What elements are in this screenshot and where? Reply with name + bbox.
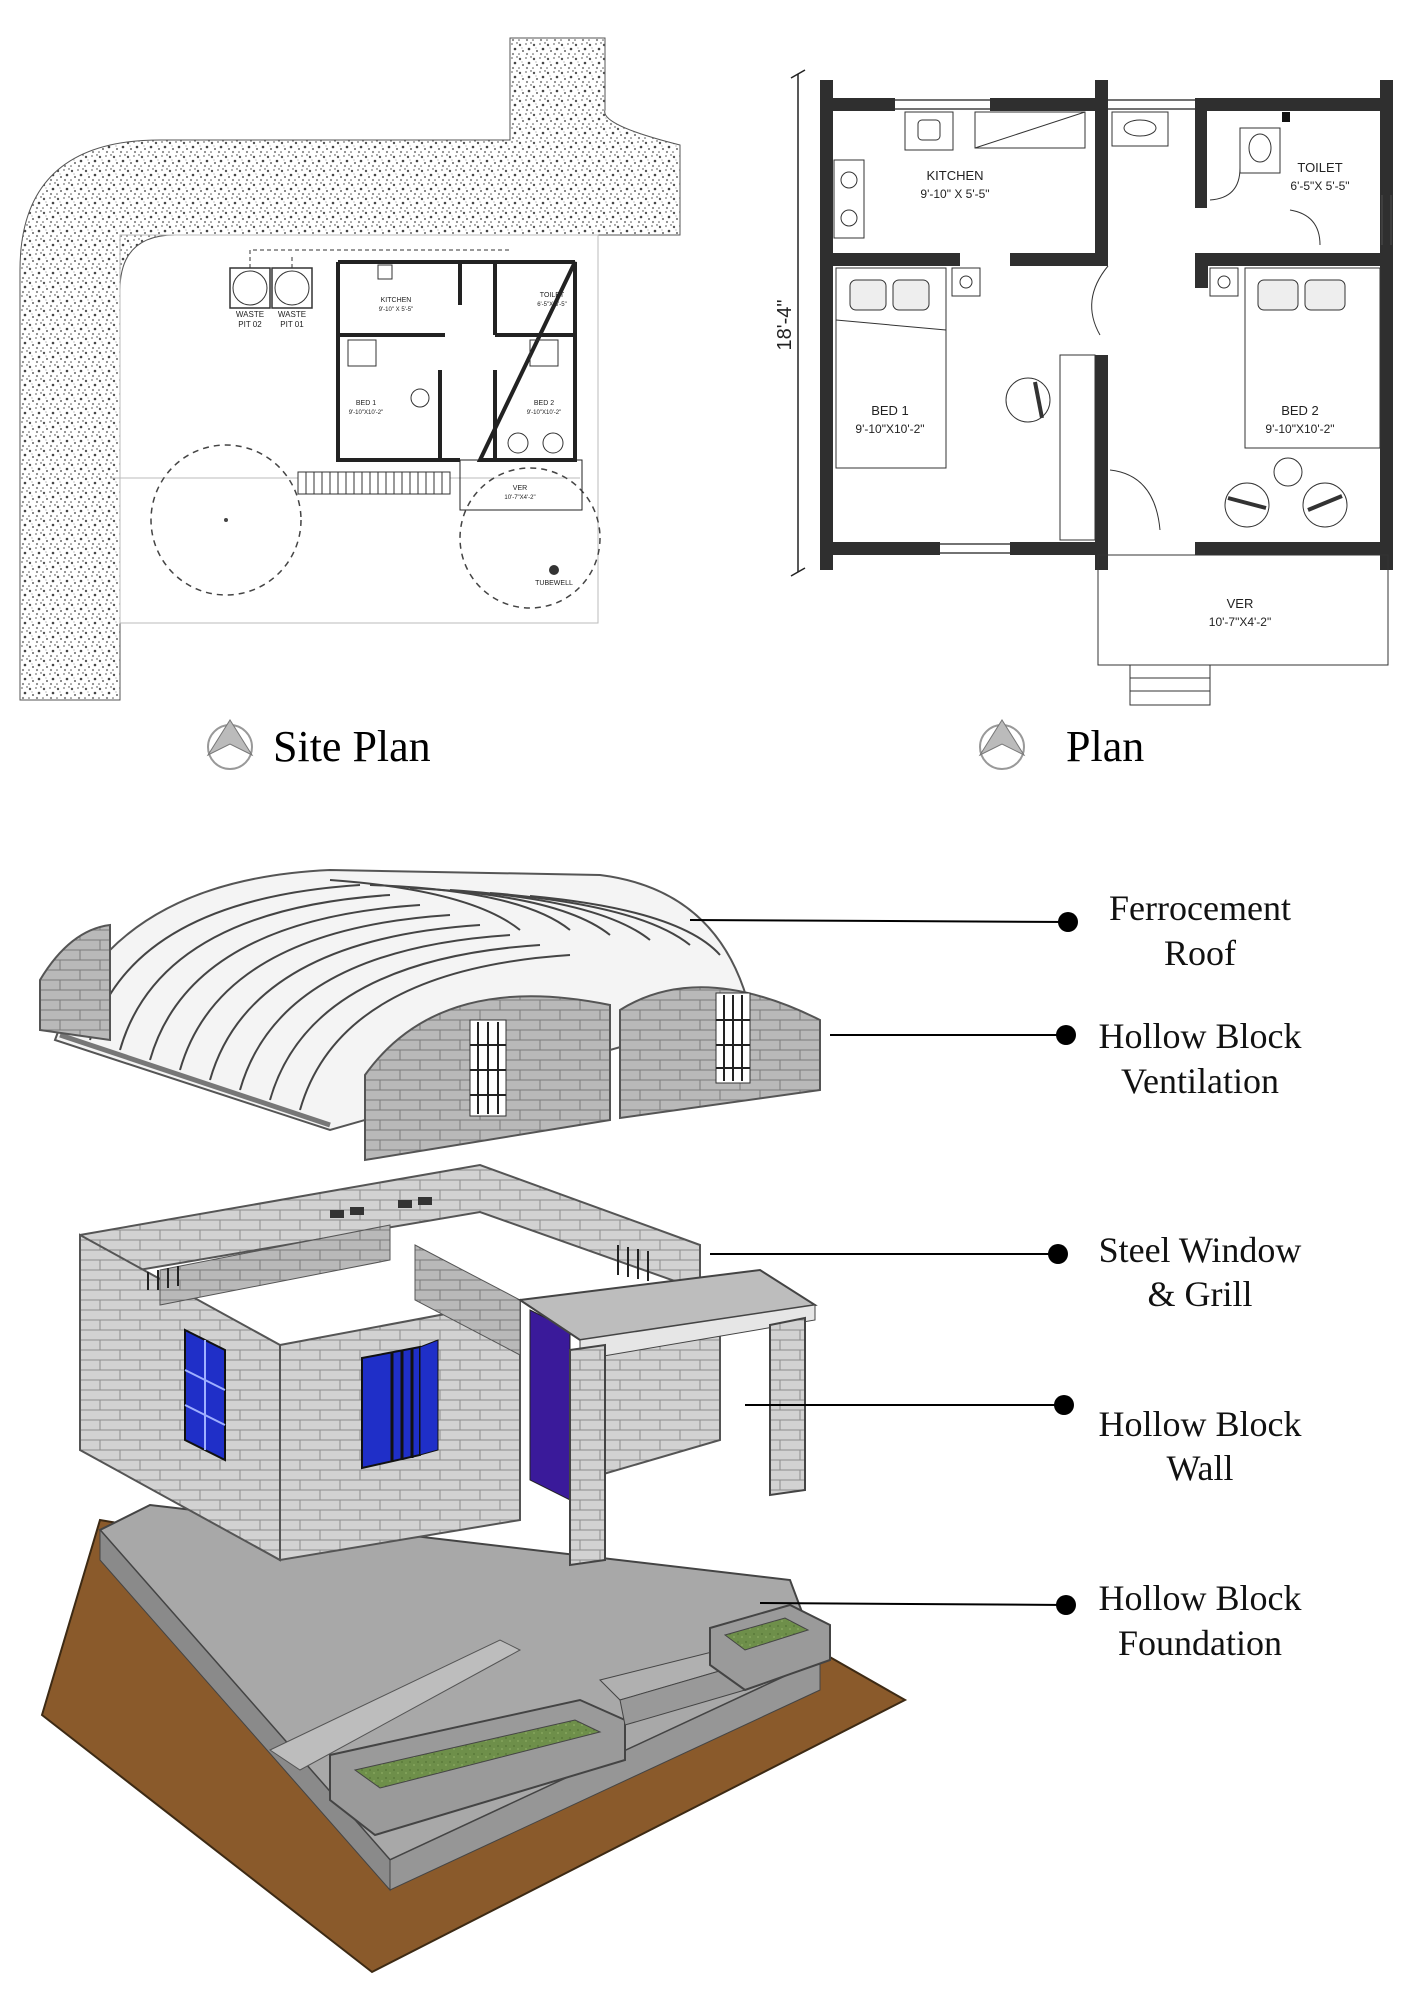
ferrocement-roof [39,868,821,1162]
plan-heading: Plan [1066,722,1144,771]
side-table-2 [1209,267,1239,297]
waste-pit-01-label-2: PIT 01 [280,320,304,329]
overall-dimension: 18'-4" [774,300,796,351]
waste-pit-02-label-1: WASTE [236,310,264,319]
site-plan: WASTE PIT 02 WASTE PIT 01 KITCHEN 9'-10"… [19,37,681,701]
callout-wall-line2: Wall [1166,1448,1233,1488]
callout-wall-line1: Hollow Block [1099,1404,1302,1444]
site-bed1-dim: 9'-10"X10'-2" [349,410,384,416]
entry-door [529,1309,571,1501]
site-plan-heading: Site Plan [273,722,431,771]
verandah [1097,554,1389,666]
callout-window: Steel Window & Grill [710,1230,1301,1314]
tree-canopy [150,444,302,596]
site-toilet-dim: 6'-5"X 5'-5" [537,302,567,308]
tubewell-label: TUBEWELL [535,580,573,587]
waste-pit-02 [229,267,271,309]
callout-foundation-line2: Foundation [1118,1623,1282,1663]
tree-canopy [459,467,601,609]
plan-north-arrow [978,719,1026,770]
callout-window-line2: & Grill [1148,1274,1253,1314]
site-house-footprint [336,260,577,462]
site-plan-north-arrow [206,719,254,770]
waste-pit-01 [271,267,313,309]
tubewell-symbol [549,565,559,575]
hollow-block-foundation [40,1503,908,1974]
toilet-dim: 6'-5"X 5'-5" [1290,179,1349,193]
site-bed2-label: BED 2 [534,400,554,407]
site-toilet-label: TOILET [540,292,565,299]
toilet-label: TOILET [1297,160,1342,175]
ver-dim: 10'-7"X4'-2" [1209,615,1271,629]
entry-steps [1129,664,1211,706]
kitchen-label: KITCHEN [926,168,983,183]
wc [1239,127,1281,174]
floor-plan: 18'-4" [774,69,1393,706]
site-ver-dim: 10'-7"X4'-2" [504,495,535,501]
callout-roof-line2: Roof [1164,933,1236,973]
site-ver-label: VER [513,485,527,492]
ver-label: VER [1227,596,1254,611]
callout-foundation-line1: Hollow Block [1099,1578,1302,1618]
callout-foundation: Hollow Block Foundation [759,1578,1302,1663]
plan-walls [820,80,1393,570]
bed2-label: BED 2 [1281,403,1319,418]
callout-roof: Ferrocement Roof [689,888,1291,973]
callout-roof-line1: Ferrocement [1109,888,1291,928]
bed1-label: BED 1 [871,403,909,418]
callout-window-line1: Steel Window [1099,1230,1302,1270]
callout-vent-line1: Hollow Block [1099,1016,1302,1056]
callout-wall: Hollow Block Wall [745,1395,1302,1488]
site-boundary [119,234,599,624]
kitchen-dim: 9'-10" X 5'-5" [920,187,989,201]
kitchen-sink [904,111,954,151]
bed2-dim: 9'-10"X10'-2" [1265,422,1334,436]
site-kitchen-dim: 9'-10" X 5'-5" [379,307,414,313]
callout-vent-line2: Ventilation [1121,1061,1279,1101]
hollow-block-ventilation [39,923,821,1162]
entry-path [297,471,451,495]
callout-ventilation: Hollow Block Ventilation [830,1016,1302,1101]
wash-basin [1111,111,1169,147]
kitchen-stove [833,159,865,239]
waste-pit-02-label-2: PIT 02 [238,320,262,329]
study-table [1059,354,1096,541]
side-table-1 [951,267,981,297]
hollow-block-wall [79,1163,818,1567]
round-table [1273,457,1303,487]
waste-pit-01-label-1: WASTE [278,310,306,319]
site-bed1-label: BED 1 [356,400,376,407]
site-kitchen-label: KITCHEN [381,297,412,304]
gravel-road [19,37,681,701]
bed1-dim: 9'-10"X10'-2" [855,422,924,436]
site-bed2-dim: 9'-10"X10'-2" [527,410,562,416]
